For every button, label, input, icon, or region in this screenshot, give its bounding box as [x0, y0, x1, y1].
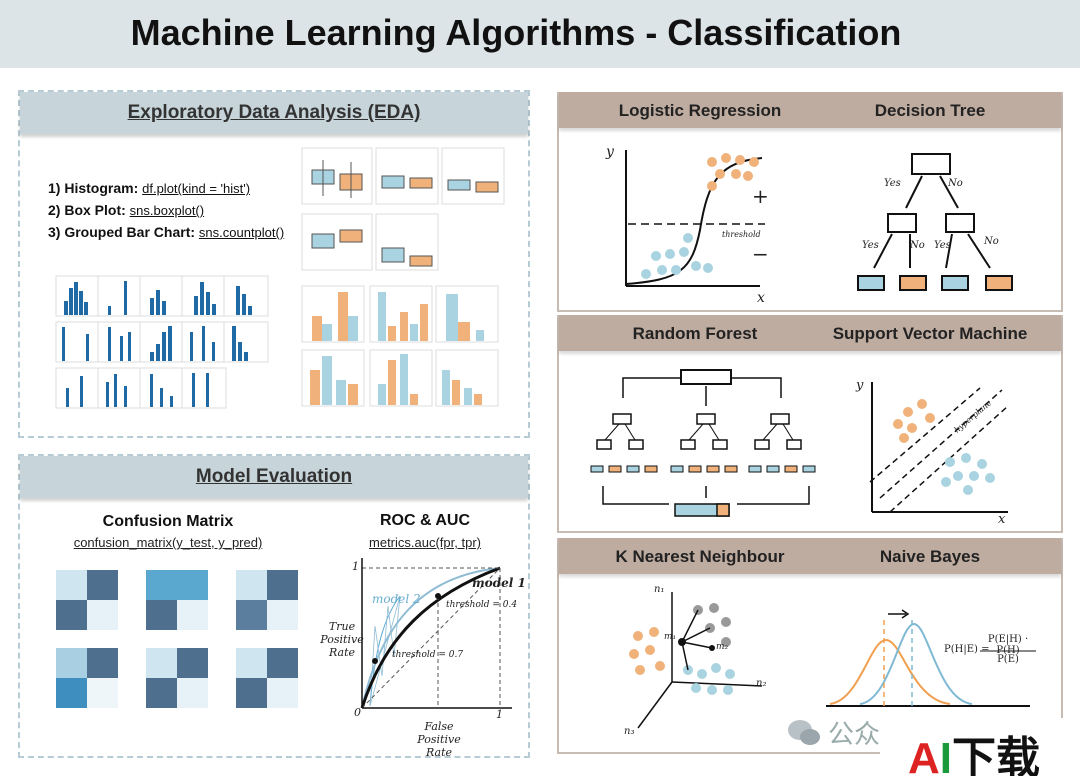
bayes-formula-numerator: P(E|H) · P(H) [987, 634, 1029, 656]
knn-n3: n₃ [624, 726, 635, 737]
knn-bayes-header [559, 538, 1061, 574]
roc-model2-label: model 2 [372, 592, 421, 606]
roc-x-label: False Positive Rate [417, 720, 461, 759]
forest-svm-panel [557, 315, 1063, 533]
logistic-tree-header [559, 92, 1061, 128]
logistic-plus: + [752, 184, 769, 208]
eda-item-histogram: 1) Histogram: df.plot(kind = 'hist') [48, 180, 251, 196]
tree-no-1: No [948, 178, 963, 189]
naive-bayes-title: Naive Bayes [879, 547, 981, 566]
logistic-y-label: y [606, 144, 614, 160]
tree-yes-1: Yes [884, 178, 901, 189]
roc-tick-one-x: 1 [496, 708, 503, 721]
page-title: Machine Learning Algorithms - Classifica… [130, 12, 902, 53]
knn-n2: n₂ [756, 678, 767, 689]
tree-yes-2: Yes [862, 240, 879, 251]
knn-n1: n₁ [654, 584, 665, 595]
bayes-formula-denominator: P(E) [997, 654, 1019, 665]
roc-curve [360, 558, 512, 709]
random-forest-sketch [590, 369, 816, 517]
logo-backdrop [880, 718, 1080, 776]
roc-tick-zero: 0 [354, 706, 361, 719]
svm-y-label: y [856, 378, 864, 393]
eda-item-countplot: 3) Grouped Bar Chart: sns.countplot() [48, 224, 285, 240]
evaluation-figures [56, 558, 512, 709]
logistic-regression-title: Logistic Regression [618, 101, 782, 120]
decision-tree-sketch [857, 153, 1013, 291]
roc-threshold2: threshold = 0.7 [392, 650, 464, 660]
knn-title: K Nearest Neighbour [615, 547, 785, 566]
eda-thumbnails [55, 147, 505, 409]
logistic-regression-sketch [625, 150, 765, 287]
roc-code: metrics.auc(fpr, tpr) [369, 535, 481, 550]
knn-sketch [629, 592, 763, 729]
svm-x-label: x [998, 512, 1006, 527]
eda-item-boxplot: 2) Box Plot: sns.boxplot() [48, 202, 205, 218]
roc-threshold1: threshold = 0.4 [446, 600, 518, 610]
tree-yes-3: Yes [934, 240, 951, 251]
knn-m2: m₂ [716, 642, 729, 652]
tree-no-2: No [910, 240, 925, 251]
evaluation-heading: Model Evaluation [195, 466, 353, 487]
confusion-matrix-code: confusion_matrix(y_test, y_pred) [73, 535, 263, 550]
logistic-tree-panel [557, 92, 1063, 312]
roc-y-label: True Positive Rate [320, 620, 364, 659]
logistic-threshold: threshold [722, 230, 761, 239]
roc-model1-label: model 1 [472, 576, 526, 590]
confusion-matrix-grid [56, 570, 298, 708]
watermark-text: 公众 [828, 719, 881, 749]
roc-title: ROC & AUC [379, 512, 471, 529]
bayes-formula-lhs: P(H|E) = [944, 644, 990, 655]
decision-tree-title: Decision Tree [874, 101, 986, 120]
eda-heading: Exploratory Data Analysis (EDA) [127, 102, 421, 123]
logistic-x-label: x [757, 290, 765, 306]
confusion-matrix-title: Confusion Matrix [102, 513, 234, 530]
svm-sketch [869, 382, 1009, 513]
boxplot-grid [301, 147, 505, 271]
title-banner [0, 0, 1080, 68]
evaluation-panel-header: Model Evaluation [20, 456, 528, 498]
knn-m1: m₁ [664, 632, 677, 642]
random-forest-title: Random Forest [632, 324, 758, 343]
naive-bayes-sketch [826, 609, 1036, 707]
grouped-bar-grid [301, 285, 499, 407]
logistic-minus: − [752, 242, 769, 266]
svm-title: Support Vector Machine [832, 324, 1028, 343]
roc-tick-one-y: 1 [352, 560, 359, 573]
histogram-grid [55, 275, 269, 409]
ai-download-logo: AI下载 [908, 734, 1041, 776]
wechat-icon [788, 720, 820, 745]
forest-svm-header [559, 315, 1061, 351]
tree-no-3: No [984, 236, 999, 247]
eda-panel-header: Exploratory Data Analysis (EDA) [20, 92, 528, 134]
